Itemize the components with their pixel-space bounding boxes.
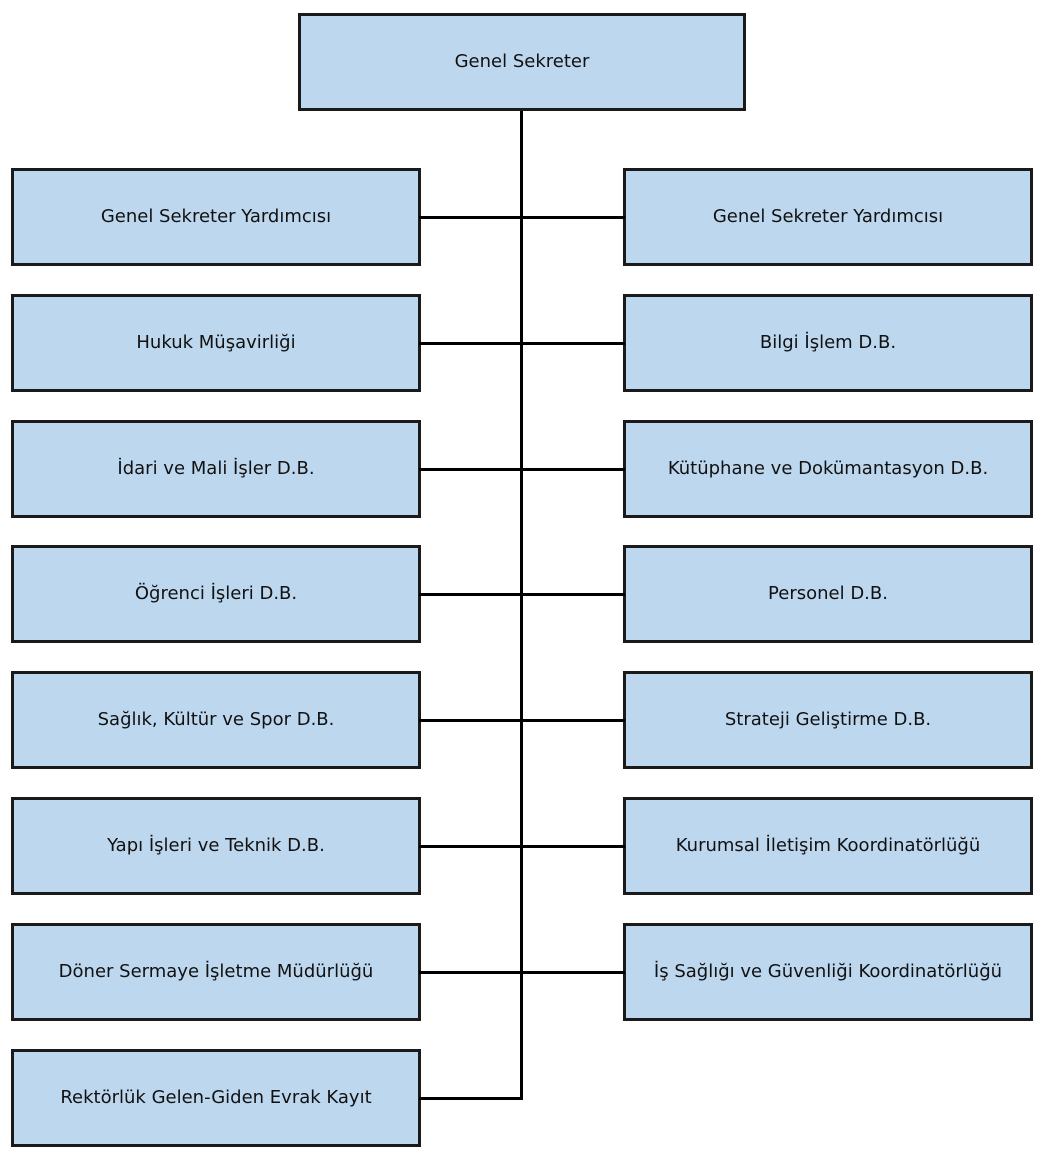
left-unit-box-rektorluk-gelen-giden-evrak-kayit: Rektörlük Gelen-Giden Evrak Kayıt bbox=[11, 1049, 421, 1147]
right-unit-label: Kurumsal İletişim Koordinatörlüğü bbox=[675, 835, 981, 857]
left-branch-line bbox=[419, 845, 523, 848]
right-unit-box-genel-sekreter-yardimcisi: Genel Sekreter Yardımcısı bbox=[623, 168, 1033, 266]
left-unit-box-ogrenci-isleri-d-b: Öğrenci İşleri D.B. bbox=[11, 545, 421, 643]
left-branch-line bbox=[419, 971, 523, 974]
left-unit-label: Genel Sekreter Yardımcısı bbox=[100, 206, 332, 228]
right-unit-label: İş Sağlığı ve Güvenliği Koordinatörlüğü bbox=[653, 961, 1003, 983]
left-unit-box-hukuk-musavirligi: Hukuk Müşavirliği bbox=[11, 294, 421, 392]
left-branch-line bbox=[419, 1097, 523, 1100]
right-unit-box-is-sagligi-ve-guvenligi-koordinatorlugu: İş Sağlığı ve Güvenliği Koordinatörlüğü bbox=[623, 923, 1033, 1021]
left-unit-label: Rektörlük Gelen-Giden Evrak Kayıt bbox=[60, 1087, 372, 1109]
right-unit-label: Genel Sekreter Yardımcısı bbox=[712, 206, 944, 228]
left-unit-label: Döner Sermaye İşletme Müdürlüğü bbox=[58, 961, 374, 983]
root-label: Genel Sekreter bbox=[454, 51, 590, 73]
right-unit-box-strateji-gelistirme-d-b: Strateji Geliştirme D.B. bbox=[623, 671, 1033, 769]
left-unit-label: Öğrenci İşleri D.B. bbox=[134, 583, 298, 605]
left-branch-line bbox=[419, 719, 523, 722]
right-unit-label: Strateji Geliştirme D.B. bbox=[724, 709, 932, 731]
left-unit-box-yapi-isleri-ve-teknik-d-b: Yapı İşleri ve Teknik D.B. bbox=[11, 797, 421, 895]
left-branch-line bbox=[419, 593, 523, 596]
right-branch-line bbox=[520, 971, 625, 974]
right-branch-line bbox=[520, 845, 625, 848]
left-branch-line bbox=[419, 468, 523, 471]
root-box-genel-sekreter: Genel Sekreter bbox=[298, 13, 746, 111]
right-branch-line bbox=[520, 342, 625, 345]
left-unit-box-saglik-kultur-ve-spor-d-b: Sağlık, Kültür ve Spor D.B. bbox=[11, 671, 421, 769]
right-unit-label: Kütüphane ve Dokümantasyon D.B. bbox=[667, 458, 989, 480]
left-branch-line bbox=[419, 216, 523, 219]
left-unit-box-idari-ve-mali-isler-d-b: İdari ve Mali İşler D.B. bbox=[11, 420, 421, 518]
left-unit-label: İdari ve Mali İşler D.B. bbox=[117, 458, 315, 480]
trunk-line bbox=[520, 109, 523, 1099]
right-branch-line bbox=[520, 593, 625, 596]
right-branch-line bbox=[520, 216, 625, 219]
left-unit-box-genel-sekreter-yardimcisi: Genel Sekreter Yardımcısı bbox=[11, 168, 421, 266]
right-branch-line bbox=[520, 719, 625, 722]
left-branch-line bbox=[419, 342, 523, 345]
right-unit-box-bilgi-islem-d-b: Bilgi İşlem D.B. bbox=[623, 294, 1033, 392]
right-unit-label: Personel D.B. bbox=[768, 583, 888, 605]
right-unit-box-kutuphane-ve-dokumantasyon-d-b: Kütüphane ve Dokümantasyon D.B. bbox=[623, 420, 1033, 518]
left-unit-label: Sağlık, Kültür ve Spor D.B. bbox=[97, 709, 335, 731]
right-unit-box-kurumsal-iletisim-koordinatorlugu: Kurumsal İletişim Koordinatörlüğü bbox=[623, 797, 1033, 895]
left-unit-box-doner-sermaye-isletme-mudurlugu: Döner Sermaye İşletme Müdürlüğü bbox=[11, 923, 421, 1021]
right-unit-label: Bilgi İşlem D.B. bbox=[759, 332, 897, 354]
right-branch-line bbox=[520, 468, 625, 471]
left-unit-label: Hukuk Müşavirliği bbox=[136, 332, 296, 354]
left-unit-label: Yapı İşleri ve Teknik D.B. bbox=[107, 835, 325, 857]
right-unit-box-personel-d-b: Personel D.B. bbox=[623, 545, 1033, 643]
